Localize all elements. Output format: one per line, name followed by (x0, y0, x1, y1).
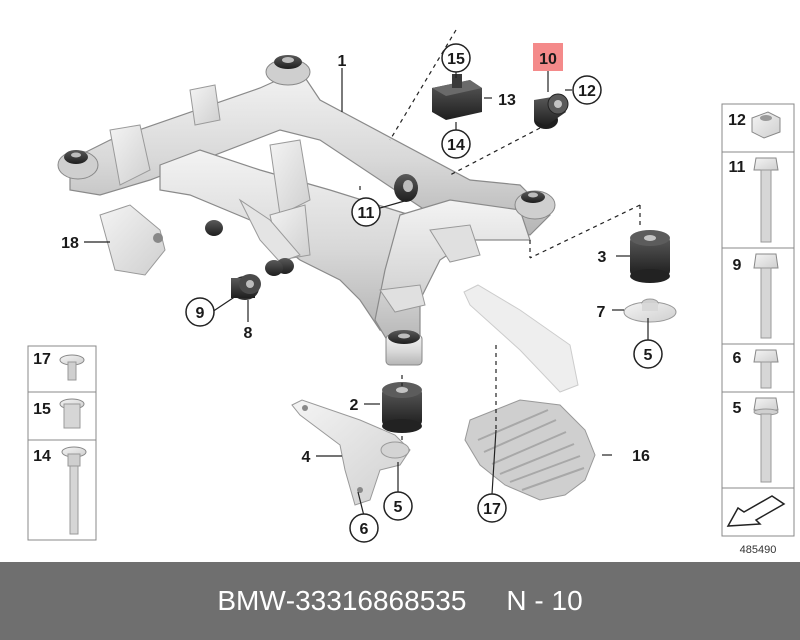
panel-part-16 (463, 284, 596, 501)
callout-6: 6 (349, 513, 379, 543)
bushing-part-2 (382, 382, 422, 433)
bolt-long-icon (753, 157, 779, 243)
bushing-part-3 (630, 230, 670, 283)
callout-text: 12 (578, 83, 596, 100)
callout-11: 11 (351, 197, 381, 227)
clip-icon (59, 354, 85, 381)
washer-part-7 (623, 298, 677, 323)
sleeve-icon (59, 398, 85, 429)
callout-text: 9 (196, 305, 205, 322)
callout-5b: 5 (383, 491, 413, 521)
exploded-parts-diagram: 1234556789101112131415161718171514121196… (27, 29, 795, 556)
carrier-bracket-rear (189, 84, 221, 126)
callout-labels: 1234556789101112131415161718171514121196… (33, 43, 746, 543)
callout-circle (351, 197, 381, 227)
legend-right-label: 5 (733, 400, 742, 417)
callout-text: 15 (447, 51, 465, 68)
callout-circle (349, 513, 379, 543)
bolt-washer-icon (753, 397, 779, 483)
callout-text: 7 (597, 304, 606, 321)
carrier-bracket-center (269, 139, 311, 216)
callout-text: 14 (447, 137, 465, 154)
callout-circle (572, 75, 602, 105)
callout-17: 17 (477, 493, 507, 523)
legend-right-label: 12 (728, 112, 746, 129)
callout-circle (185, 297, 215, 327)
carrier-side-member (374, 199, 531, 346)
callout-text: 4 (302, 449, 311, 466)
callout-text: 18 (61, 235, 79, 252)
callout-text: 10 (539, 51, 557, 68)
legend-left (27, 345, 97, 541)
carrier-bracket-left (109, 124, 151, 186)
brand-name: BMW (217, 585, 286, 616)
image-number: 485490 (740, 544, 777, 556)
callout-text: 3 (598, 249, 607, 266)
legend-right-label: 6 (733, 350, 742, 367)
callout-circle (441, 129, 471, 159)
callout-text: 11 (358, 205, 375, 222)
callout-5a: 5 (633, 339, 663, 369)
carrier-mount-front-right (514, 190, 556, 220)
legend-right (721, 103, 795, 537)
callout-text: 5 (394, 499, 403, 516)
carrier-mount-front-left (265, 55, 311, 86)
callout-13: 13 (498, 92, 516, 109)
bolt-medium-icon (753, 253, 779, 339)
callout-1: 1 (338, 53, 347, 70)
callout-8: 8 (244, 325, 253, 342)
carrier-bushing-11 (394, 174, 418, 202)
bushing-part-10 (534, 93, 569, 129)
carrier-web (238, 198, 301, 263)
callout-text: 16 (632, 448, 650, 465)
callout-circle (633, 339, 663, 369)
callout-15: 15 (441, 43, 471, 73)
callout-text: 13 (498, 92, 516, 109)
legend-right-label: 11 (729, 159, 746, 176)
stud-bolt-icon (61, 446, 87, 535)
callout-highlight (533, 43, 563, 71)
callout-text: 8 (244, 325, 253, 342)
callout-16: 16 (632, 448, 650, 465)
bolt-short-icon (753, 349, 779, 389)
callout-text: 6 (360, 521, 369, 538)
callout-18: 18 (61, 235, 79, 252)
callout-7: 7 (597, 304, 606, 321)
carrier-tab (379, 284, 426, 313)
legend-left-label: 17 (33, 351, 51, 368)
callout-4: 4 (302, 449, 311, 466)
callout-3: 3 (598, 249, 607, 266)
bracket-part-18 (99, 204, 166, 276)
callout-9: 9 (185, 297, 215, 327)
plate-part-4 (291, 399, 411, 506)
callout-text: 5 (644, 347, 653, 364)
callout-circle (383, 491, 413, 521)
mount-part-13 (432, 74, 482, 120)
carrier-mount-rear-right (385, 330, 423, 366)
legend-left-label: 14 (33, 448, 51, 465)
bushing-part-9 (231, 260, 283, 300)
callout-14: 14 (441, 129, 471, 159)
nut-icon (751, 111, 781, 139)
orientation-arrow-icon (726, 495, 786, 527)
carrier-tab-2 (429, 224, 481, 263)
carrier-mount-rear-left (57, 150, 99, 180)
callout-text: 17 (483, 501, 501, 518)
callout-text: 2 (350, 397, 359, 414)
legend-right-label: 9 (733, 257, 742, 274)
callout-10: 10 (533, 43, 563, 71)
rear-axle-carrier (57, 55, 556, 366)
callout-text: 1 (338, 53, 347, 70)
callout-circle (477, 493, 507, 523)
position-label: N - 10 (506, 585, 583, 616)
callout-circle (441, 43, 471, 73)
part-number: 33316868535 (295, 585, 467, 616)
dashed-assembly-lines (359, 29, 641, 440)
callout-12: 12 (572, 75, 602, 105)
callout-2: 2 (350, 397, 359, 414)
legend-left-label: 15 (33, 401, 51, 418)
